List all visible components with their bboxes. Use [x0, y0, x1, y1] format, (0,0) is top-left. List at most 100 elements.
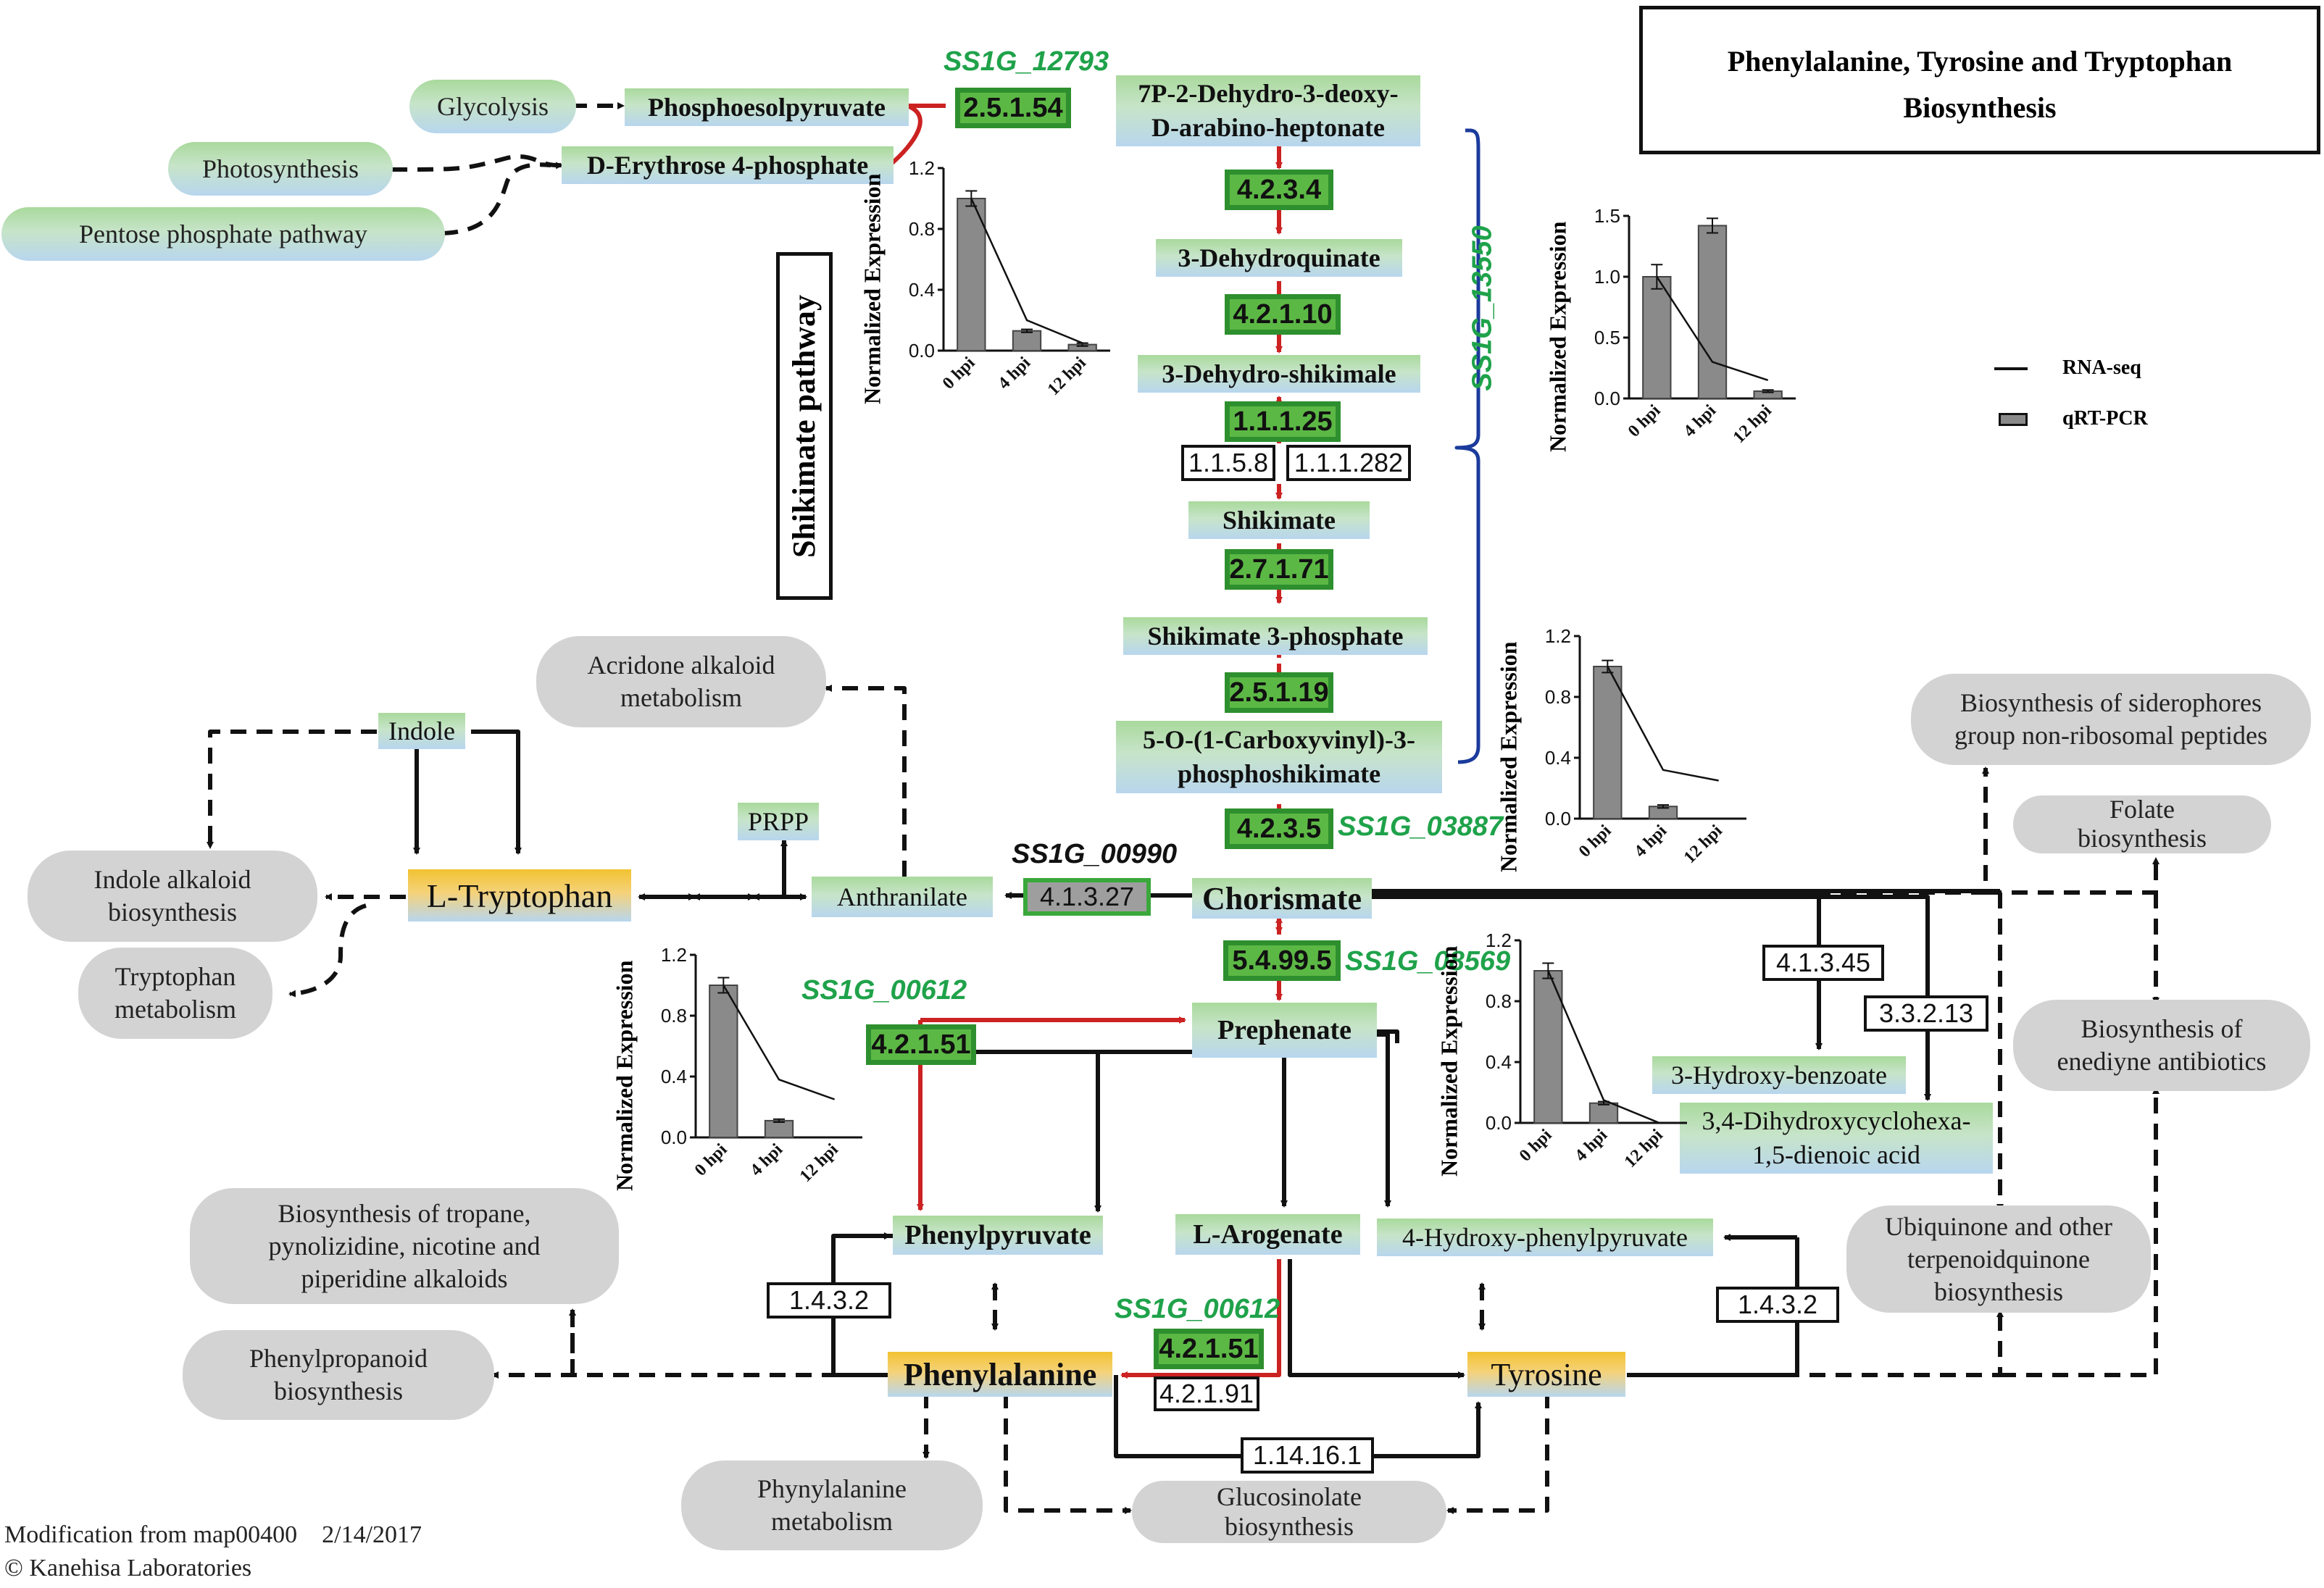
enzyme-2-5-1-54[interactable]: 2.5.1.54 — [955, 88, 1071, 128]
y-tick-label: 0.8 — [909, 218, 935, 240]
compound-prephenate-label: Prephenate — [1217, 1015, 1352, 1045]
enzyme-1-1-1-282[interactable]: 1.1.1.282 — [1286, 445, 1411, 481]
chart-ylabel-wrap: Normalized Expression — [1426, 946, 1473, 1177]
pathway-photosynthesis[interactable]: Photosynthesis — [168, 142, 393, 196]
pathway-tryptophan-metabolism[interactable]: Tryptophan metabolism — [78, 948, 272, 1039]
y-tick-label: 1.2 — [909, 157, 935, 179]
compound-phenylalanine[interactable]: Phenylalanine — [888, 1352, 1112, 1397]
pathway-acridone-alkaloid[interactable]: Acridone alkaloid metabolism — [536, 636, 826, 727]
enzyme-4-2-3-5[interactable]: 4.2.3.5 — [1225, 808, 1333, 849]
compound-epsp-line1: 5-O-(1-Carboxyvinyl)-3- — [1143, 725, 1415, 755]
enzyme-2-7-1-71[interactable]: 2.7.1.71 — [1225, 549, 1333, 590]
chart-ylabel-wrap: Normalized Expression — [1486, 642, 1532, 873]
compound-dhcd-line2: 1,5-dienoic acid — [1752, 1140, 1920, 1169]
y-tick-label: 0.0 — [1486, 1112, 1512, 1134]
pathway-ubiq-line3: biosynthesis — [1933, 1276, 2063, 1306]
compound-l-arogenate[interactable]: L-Arogenate — [1175, 1214, 1360, 1255]
compound-tyrosine-label: Tyrosine — [1491, 1356, 1602, 1392]
enzyme-3-3-2-13[interactable]: 3.3.2.13 — [1864, 995, 1988, 1032]
compound-chorismate[interactable]: Chorismate — [1192, 878, 1372, 919]
gene-ss1g-13550-wrap: SS1G_13550 — [1446, 225, 1519, 390]
enzyme-4-2-3-4[interactable]: 4.2.3.4 — [1225, 170, 1333, 210]
enzyme-label: 2.5.1.19 — [1229, 677, 1329, 708]
gene-ss1g-13550: SS1G_13550 — [1467, 225, 1498, 391]
compound-3-hydroxy-benzoate[interactable]: 3-Hydroxy-benzoate — [1652, 1056, 1906, 1094]
compound-anthranilate[interactable]: Anthranilate — [812, 877, 993, 917]
y-tick-label: 1.2 — [661, 944, 687, 966]
enzyme-label: 4.2.3.4 — [1236, 174, 1322, 205]
enzyme-label: 2.5.1.54 — [963, 92, 1063, 123]
pathway-photosynthesis-label: Photosynthesis — [201, 154, 359, 183]
chart-ylabel: Normalized Expression — [1544, 221, 1571, 453]
compound-3-dehydroquinate[interactable]: 3-Dehydroquinate — [1156, 239, 1402, 277]
x-tick-label: 4 hpi — [1572, 1126, 1612, 1166]
enzyme-5-4-99-5[interactable]: 5.4.99.5 — [1223, 940, 1341, 981]
x-tick-label: 0 hpi — [1575, 822, 1615, 861]
enzyme-1-1-1-25[interactable]: 1.1.1.25 — [1225, 401, 1341, 442]
compound-dihydroxycyclohexadienoic-acid[interactable]: 3,4-Dihydroxycyclohexa- 1,5-dienoic acid — [1680, 1103, 1993, 1174]
compound-shikimate-3-phosphate[interactable]: Shikimate 3-phosphate — [1123, 617, 1428, 655]
compound-erythrose-4-phosphate[interactable]: D-Erythrose 4-phosphate — [562, 146, 894, 184]
pathway-phenylpropanoid[interactable]: Phenylpropanoid biosynthesis — [183, 1330, 494, 1420]
compound-epsp-line2: phosphoshikimate — [1177, 759, 1381, 788]
compound-phosphoenolpyruvate[interactable]: Phosphoesolpyruvate — [625, 88, 909, 126]
pathway-phemet-line2: metabolism — [771, 1507, 893, 1536]
bar-0-hpi — [1593, 666, 1623, 819]
compound-prephenate[interactable]: Prephenate — [1192, 1003, 1377, 1058]
pathway-glycolysis[interactable]: Glycolysis — [409, 80, 576, 133]
compound-dahp[interactable]: 7P-2-Dehydro-3-deoxy- D-arabino-heptonat… — [1116, 75, 1420, 146]
compound-3-dehydro-shikimate[interactable]: 3-Dehydro-shikimale — [1138, 355, 1420, 393]
pathway-glucosinolate[interactable]: Glucosinolate biosynthesis — [1132, 1481, 1446, 1543]
bar-4-hpi — [1697, 225, 1728, 399]
compound-epsp[interactable]: 5-O-(1-Carboxyvinyl)-3- phosphoshikimate — [1116, 721, 1442, 793]
enzyme-2-5-1-19[interactable]: 2.5.1.19 — [1225, 672, 1333, 713]
rna-seq-line — [1656, 276, 1769, 381]
compound-e4p-label: D-Erythrose 4-phosphate — [586, 151, 869, 180]
enzyme-4-2-1-51-center[interactable]: 4.2.1.51 — [1154, 1329, 1264, 1369]
enzyme-4-1-3-45[interactable]: 4.1.3.45 — [1762, 945, 1884, 981]
compound-shikimate[interactable]: Shikimate — [1188, 501, 1370, 539]
footer-modification: Modification from map00400 2/14/2017 — [4, 1521, 422, 1548]
enzyme-4-1-3-27[interactable]: 4.1.3.27 — [1023, 878, 1151, 916]
pathway-pentose-phosphate[interactable]: Pentose phosphate pathway — [1, 207, 445, 261]
pathway-enediyne[interactable]: Biosynthesis of enediyne antibiotics — [2013, 1000, 2310, 1091]
compound-prpp[interactable]: PRPP — [738, 803, 819, 840]
compound-phenylpyruvate-label: Phenylpyruvate — [904, 1220, 1091, 1250]
chart-ylabel: Normalized Expression — [859, 173, 886, 405]
pathway-ubiq-line2: terpenoidquinone — [1907, 1244, 2090, 1274]
enzyme-4-2-1-51-left[interactable]: 4.2.1.51 — [866, 1024, 976, 1065]
x-tick-label: 4 hpi — [1680, 401, 1720, 441]
legend-rna-seq: RNA-seq — [2062, 356, 2141, 379]
compound-4-hydroxy-phenylpyruvate[interactable]: 4-Hydroxy-phenylpyruvate — [1377, 1219, 1713, 1256]
enzyme-4-2-1-91[interactable]: 4.2.1.91 — [1154, 1376, 1259, 1411]
compound-s3p-label: Shikimate 3-phosphate — [1147, 622, 1404, 651]
compound-tyrosine[interactable]: Tyrosine — [1467, 1352, 1625, 1397]
enzyme-1-1-5-8[interactable]: 1.1.5.8 — [1181, 445, 1275, 481]
enzyme-1-4-3-2-right[interactable]: 1.4.3.2 — [1716, 1287, 1839, 1323]
compound-phenylpyruvate[interactable]: Phenylpyruvate — [893, 1216, 1103, 1255]
pathway-ubiquinone[interactable]: Ubiquinone and other terpenoidquinone bi… — [1846, 1205, 2151, 1313]
pathway-gluco-line2: biosynthesis — [1224, 1512, 1354, 1541]
pathway-phenylalanine-metabolism[interactable]: Phynylalanine metabolism — [681, 1460, 983, 1550]
pathway-folate[interactable]: Folate biosynthesis — [2013, 795, 2271, 853]
enzyme-4-2-1-10[interactable]: 4.2.1.10 — [1225, 294, 1341, 335]
pathway-acridone-line1: Acridone alkaloid — [587, 651, 775, 680]
enzyme-1-4-3-2-left[interactable]: 1.4.3.2 — [767, 1282, 891, 1319]
x-tick-label: 12 hpi — [1044, 354, 1090, 399]
pathway-tropane-alkaloids[interactable]: Biosynthesis of tropane, pynolizidine, n… — [190, 1188, 619, 1304]
pathway-folate-line1: Folate — [2109, 795, 2175, 824]
pathway-gluco-line1: Glucosinolate — [1217, 1482, 1362, 1511]
pathway-siderophores[interactable]: Biosynthesis of siderophores group non-r… — [1911, 674, 2311, 765]
gene-ss1g-00612-left: SS1G_00612 — [801, 975, 967, 1006]
compound-indole[interactable]: Indole — [378, 713, 465, 749]
rna-seq-line — [1547, 970, 1660, 1124]
enzyme-1-14-16-1[interactable]: 1.14.16.1 — [1241, 1437, 1374, 1474]
x-tick-label: 0 hpi — [1625, 401, 1665, 441]
bar-4-hpi — [1012, 330, 1042, 351]
compound-l-tryptophan[interactable]: L-Tryptophan — [408, 869, 631, 922]
pathway-indole-alkaloid[interactable]: Indole alkaloid biosynthesis — [28, 851, 317, 942]
x-tick-label: 4 hpi — [1631, 822, 1671, 861]
